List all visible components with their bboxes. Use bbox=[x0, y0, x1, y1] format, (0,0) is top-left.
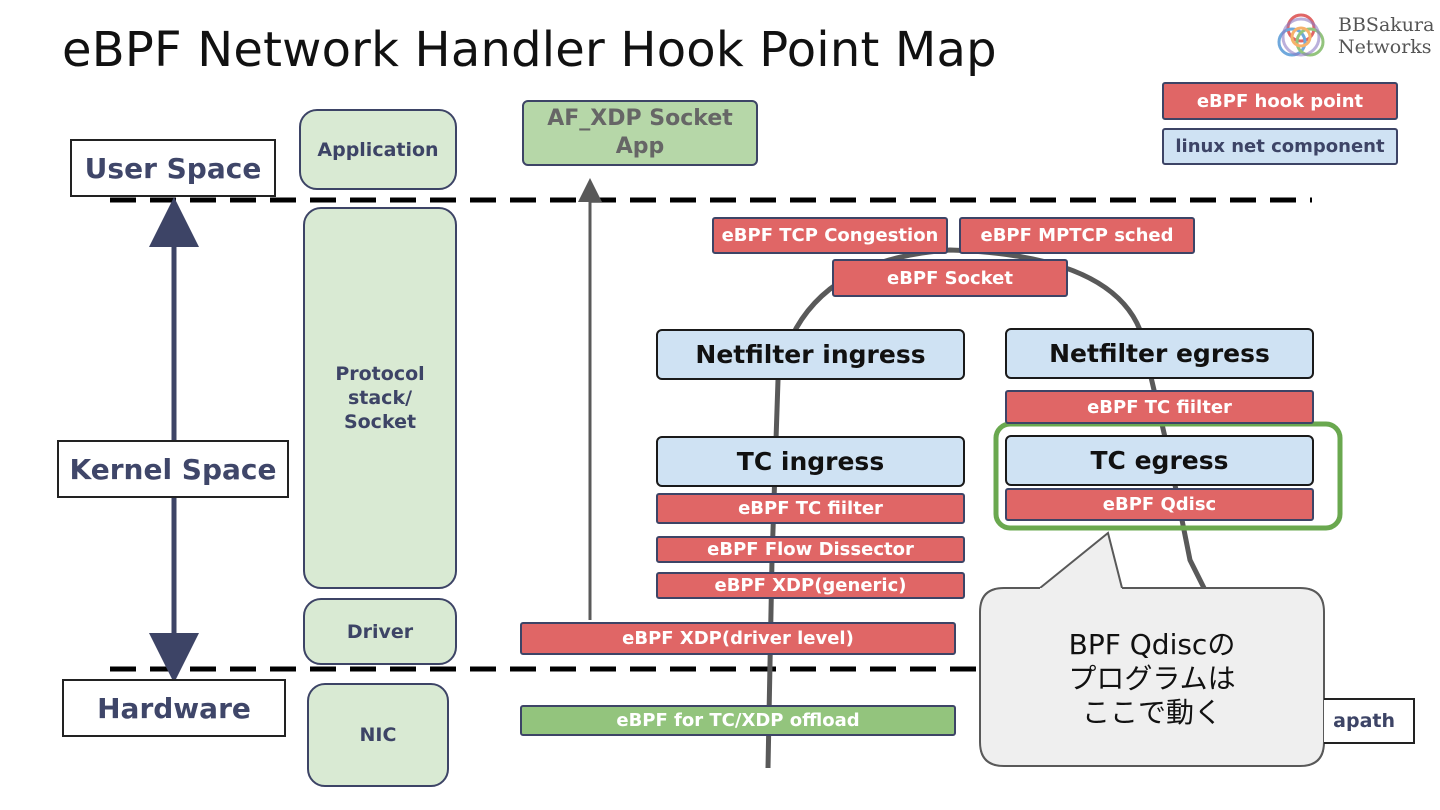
callout-cover bbox=[980, 588, 1324, 766]
hook-tc-filter-ingress: eBPF TC fiilter bbox=[656, 493, 965, 524]
hook-qdisc: eBPF Qdisc bbox=[1005, 488, 1314, 521]
tc-egress-highlight bbox=[993, 421, 1343, 531]
hook-flow-dissector: eBPF Flow Dissector bbox=[656, 536, 965, 563]
tc-egress-box: TC egress bbox=[1005, 435, 1314, 486]
hardware-label: Hardware bbox=[62, 679, 286, 737]
tc-ingress-box: TC ingress bbox=[656, 436, 965, 487]
af-xdp-line-2: App bbox=[615, 134, 665, 159]
logo-text: BBSakura Networks bbox=[1338, 14, 1434, 58]
legend-net-component: linux net component bbox=[1162, 128, 1398, 165]
protocol-stack-line-2: stack/ bbox=[347, 387, 413, 409]
user-space-label: User Space bbox=[70, 139, 276, 197]
netfilter-egress-box: Netfilter egress bbox=[1005, 328, 1314, 379]
hook-tcp-congestion: eBPF TCP Congestion bbox=[712, 217, 948, 254]
hook-xdp-driver: eBPF XDP(driver level) bbox=[520, 622, 956, 655]
hook-socket: eBPF Socket bbox=[832, 259, 1068, 297]
netfilter-ingress-box: Netfilter ingress bbox=[656, 329, 965, 380]
page-title: eBPF Network Handler Hook Point Map bbox=[62, 22, 997, 78]
bbsakura-logo-icon bbox=[1277, 13, 1325, 57]
hook-xdp-generic: eBPF XDP(generic) bbox=[656, 572, 965, 599]
callout-text: BPF Qdiscの プログラムは ここで動く bbox=[980, 628, 1324, 730]
af-xdp-socket-app: AF_XDP Socket App bbox=[522, 100, 758, 166]
driver-box: Driver bbox=[303, 598, 457, 665]
logo-line-2: Networks bbox=[1338, 36, 1432, 58]
protocol-stack-line-1: Protocol bbox=[335, 363, 425, 385]
logo-line-1: BBSakura bbox=[1338, 14, 1435, 36]
hook-offload: eBPF for TC/XDP offload bbox=[520, 705, 956, 736]
hook-mptcp-sched: eBPF MPTCP sched bbox=[959, 217, 1195, 254]
kernel-space-label: Kernel Space bbox=[57, 440, 289, 498]
legend-hook-point: eBPF hook point bbox=[1162, 82, 1398, 120]
protocol-stack-line-3: Socket bbox=[343, 411, 417, 433]
nic-box: NIC bbox=[307, 683, 449, 787]
af-xdp-line-1: AF_XDP Socket bbox=[547, 106, 733, 131]
hook-tc-filter-egress: eBPF TC fiilter bbox=[1005, 390, 1314, 424]
callout-line-2: プログラムは bbox=[1068, 662, 1236, 695]
packet-path-line bbox=[765, 247, 1213, 769]
protocol-stack-box: Protocol stack/ Socket bbox=[303, 207, 457, 589]
callout-line-3: ここで動く bbox=[1081, 696, 1222, 729]
application-box: Application bbox=[299, 109, 457, 190]
callout-line-1: BPF Qdiscの bbox=[1068, 628, 1236, 661]
